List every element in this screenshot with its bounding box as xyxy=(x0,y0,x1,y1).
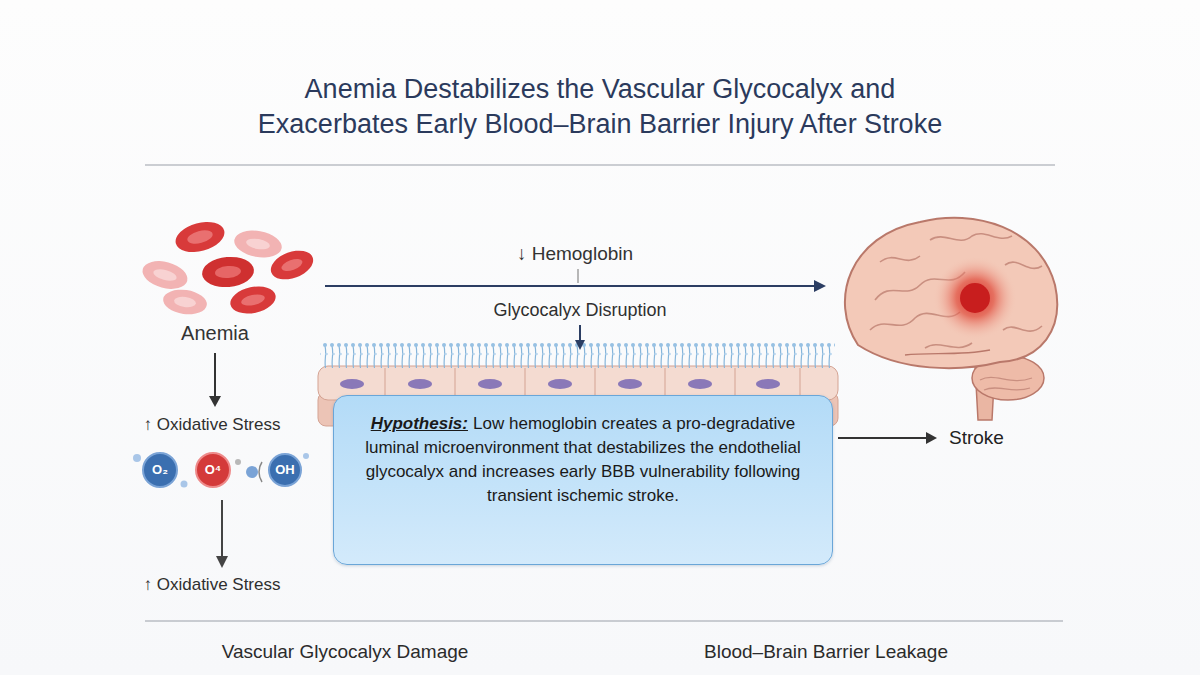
connector-line xyxy=(214,353,216,396)
tick-line xyxy=(577,269,579,283)
node-text: Stroke xyxy=(949,427,1004,448)
hypothesis-heading: Hypothesis: xyxy=(371,414,468,433)
arrow-label: ↓ Hemoglobin xyxy=(517,243,633,265)
source-label: Anemia xyxy=(177,319,253,347)
arrow-head xyxy=(209,396,221,407)
pointer-arrow xyxy=(579,325,581,342)
ros-icons xyxy=(133,453,309,488)
rule-line xyxy=(145,165,1055,166)
node-text: ↑ Oxidative Stress xyxy=(144,575,281,594)
hypothesis-box: Hypothesis:Low hemoglobin creates a pro-… xyxy=(333,395,833,565)
node-text: Anemia xyxy=(181,322,249,344)
molecule-label: O₂ xyxy=(152,462,168,478)
red-blood-cells xyxy=(139,217,317,317)
footer-label: Vascular Glycocalyx Damage xyxy=(222,641,469,663)
arrow-head xyxy=(926,432,937,444)
pointer-arrow xyxy=(221,500,223,558)
connector-arrow xyxy=(838,432,937,444)
rule-line xyxy=(145,621,1063,622)
arrow-head xyxy=(216,556,228,568)
hypothesis-text: Hypothesis:Low hemoglobin creates a pro-… xyxy=(358,412,808,508)
effect-label: ↑ Oxidative Stress xyxy=(140,572,285,598)
molecule-label: O⁴ xyxy=(205,462,222,478)
molecule-label: OH xyxy=(275,462,295,478)
title-block: Anemia Destabilizes the Vascular Glycoca… xyxy=(0,72,1200,142)
node-text: ↑ Oxidative Stress xyxy=(144,415,281,434)
arrow-head xyxy=(575,340,585,350)
brain-illustration xyxy=(845,218,1057,420)
outcome-label: Stroke xyxy=(945,424,1008,452)
diagram-title: Anemia Destabilizes the Vascular Glycoca… xyxy=(150,72,1050,142)
hemoglobin-arrow xyxy=(325,285,816,287)
connector-line xyxy=(838,437,926,439)
arrow-head xyxy=(814,280,826,292)
connector-arrow xyxy=(209,353,221,407)
effect-label: ↑ Oxidative Stress xyxy=(140,412,285,438)
footer-label: Blood–Brain Barrier Leakage xyxy=(704,641,948,663)
arrow-label: Glycocalyx Disruption xyxy=(493,299,666,321)
